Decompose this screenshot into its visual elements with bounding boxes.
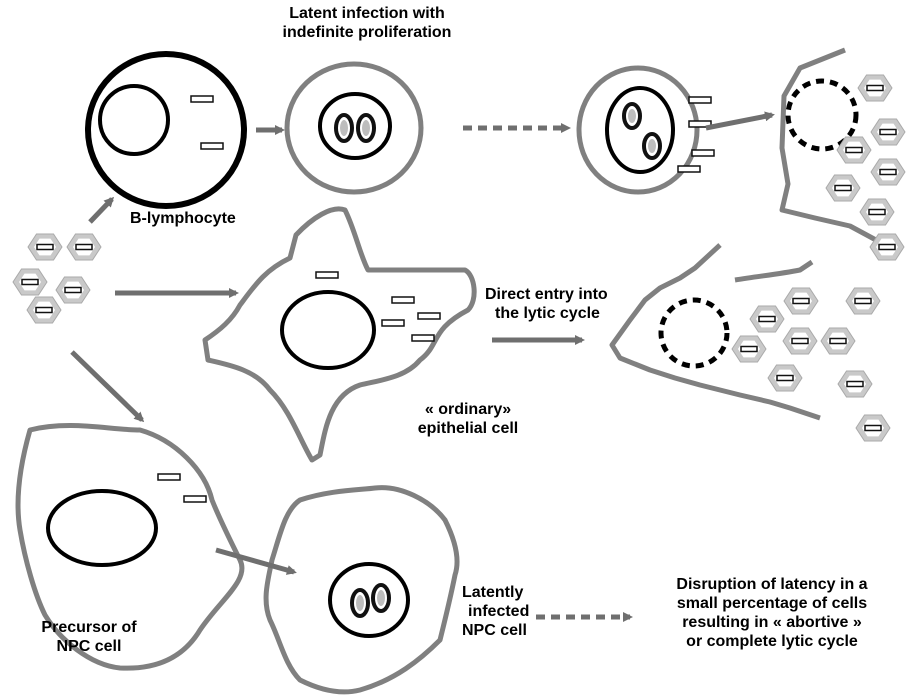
- b-lymphocyte-label: B-lymphocyte: [130, 209, 236, 228]
- virion-icon: [821, 328, 855, 354]
- direct-entry-label: Direct entry into the lytic cycle: [485, 285, 608, 323]
- latent-infection-label: Latent infection with indefinite prolife…: [262, 4, 472, 42]
- virion-icon: [783, 328, 817, 354]
- precursor-nucleus: [48, 491, 156, 565]
- epithelial-nucleus: [282, 292, 374, 368]
- arrow-to-precursor: [72, 352, 142, 420]
- genome-fragment-icon: [678, 166, 700, 172]
- genome-fragment-icon: [184, 496, 206, 502]
- precursor-npc-label: Precursor of NPC cell: [14, 618, 164, 656]
- genome-fragment-icon: [392, 297, 414, 303]
- arrow-to-b-lymphocyte: [90, 199, 112, 222]
- virion-icon: [67, 234, 101, 260]
- genome-fragment-icon: [382, 320, 404, 326]
- genome-fragment-icon: [689, 97, 711, 103]
- virion-icon: [871, 119, 905, 145]
- genome-fragment-icon: [412, 335, 434, 341]
- virion-icon: [856, 415, 890, 441]
- disruption-label: Disruption of latency in a small percent…: [640, 575, 904, 651]
- genome-fragment-icon: [201, 143, 223, 149]
- virion-icon: [858, 75, 892, 101]
- genome-fragment-icon: [191, 96, 213, 102]
- virion-icon: [871, 159, 905, 185]
- virion-icon: [784, 288, 818, 314]
- virion-icon: [846, 288, 880, 314]
- ordinary-epithelial-label: « ordinary» epithelial cell: [398, 400, 538, 438]
- virion-icon: [838, 371, 872, 397]
- genome-fragment-icon: [692, 150, 714, 156]
- virion-icon: [56, 277, 90, 303]
- latent-b-cell-2-nucleus: [607, 88, 673, 172]
- genome-fragment-icon: [158, 474, 180, 480]
- virion-icon: [13, 269, 47, 295]
- lysing-epithelial-cell-top: [735, 262, 812, 280]
- epithelial-disrupted-nucleus: [661, 300, 727, 366]
- virion-icon: [28, 234, 62, 260]
- genome-fragment-icon: [316, 272, 338, 278]
- virion-icon: [27, 297, 61, 323]
- genome-fragment-icon: [418, 313, 440, 319]
- arrow-to-lysis-b: [706, 115, 772, 128]
- latent-b-cell-1-nucleus: [320, 94, 390, 158]
- b-lymphocyte-nucleus: [100, 86, 168, 154]
- latently-infected-label: Latently infected NPC cell: [462, 583, 529, 640]
